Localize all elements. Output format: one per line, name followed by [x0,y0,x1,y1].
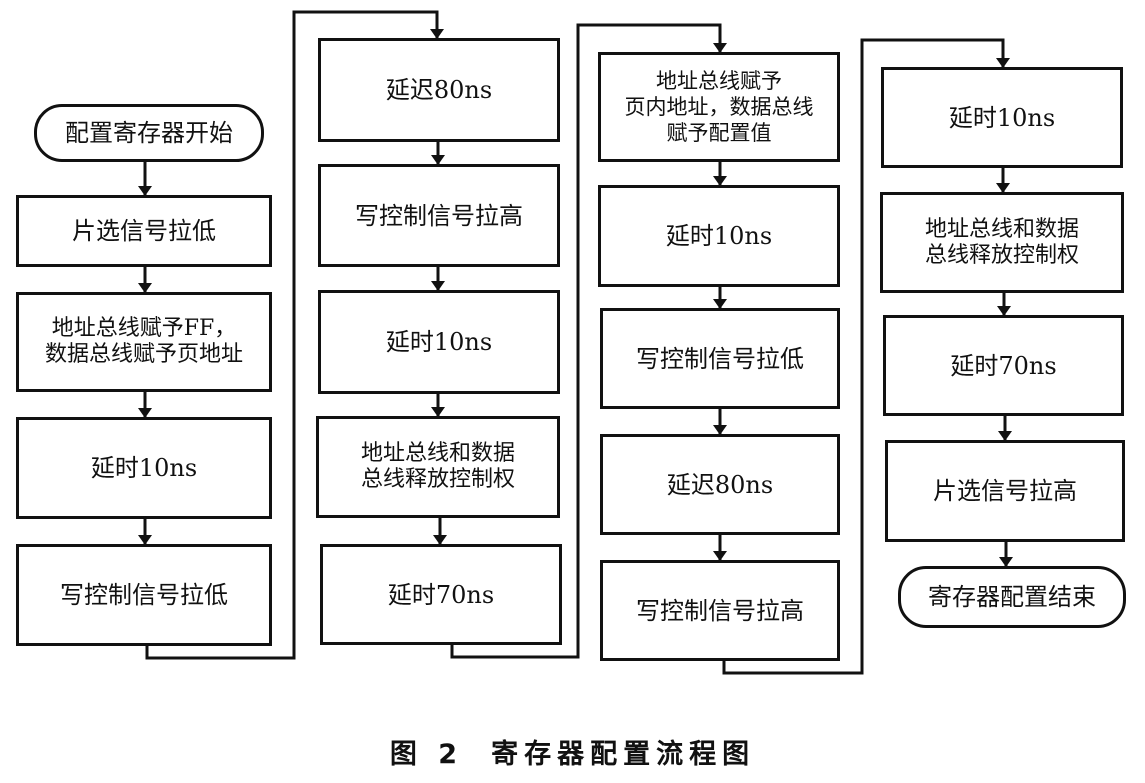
process-address-inpage-data-config: 地址总线赋予 页内地址，数据总线 赋予配置值 [598,52,840,162]
process-chip-select-low: 片选信号拉低 [16,195,272,267]
figure-title: 寄存器配置流程图 [491,739,756,770]
process-write-ctrl-low: 写控制信号拉低 [16,544,272,646]
process-write-ctrl-high: 写控制信号拉高 [600,560,840,661]
process-chip-select-high: 片选信号拉高 [885,440,1125,542]
arrow-n15-n16 [722,38,1010,675]
process-delay-10ns: 延时10ns [16,417,272,519]
process-delay-10ns: 延时10ns [598,185,840,287]
start-terminal: 配置寄存器开始 [34,104,264,162]
process-delay-80ns: 延迟80ns [318,38,560,142]
arrow-n5-n6 [145,10,444,660]
process-release-bus-control: 地址总线和数据 总线释放控制权 [316,416,560,518]
figure-caption: 图 2 寄存器配置流程图 [0,732,1145,771]
arrow-n10-n11 [450,23,727,659]
process-delay-10ns: 延时10ns [881,67,1123,168]
figure-number: 图 2 [389,739,464,770]
process-write-ctrl-low: 写控制信号拉低 [600,308,840,409]
process-delay-10ns: 延时10ns [318,290,560,394]
process-address-ff-data-page: 地址总线赋予FF， 数据总线赋予页地址 [16,292,272,392]
process-release-bus-control: 地址总线和数据 总线释放控制权 [880,192,1124,293]
end-terminal: 寄存器配置结束 [898,566,1126,628]
process-write-ctrl-high: 写控制信号拉高 [318,164,560,267]
process-delay-80ns: 延迟80ns [600,434,840,535]
process-delay-70ns: 延时70ns [320,544,562,645]
process-delay-70ns: 延时70ns [883,315,1124,416]
